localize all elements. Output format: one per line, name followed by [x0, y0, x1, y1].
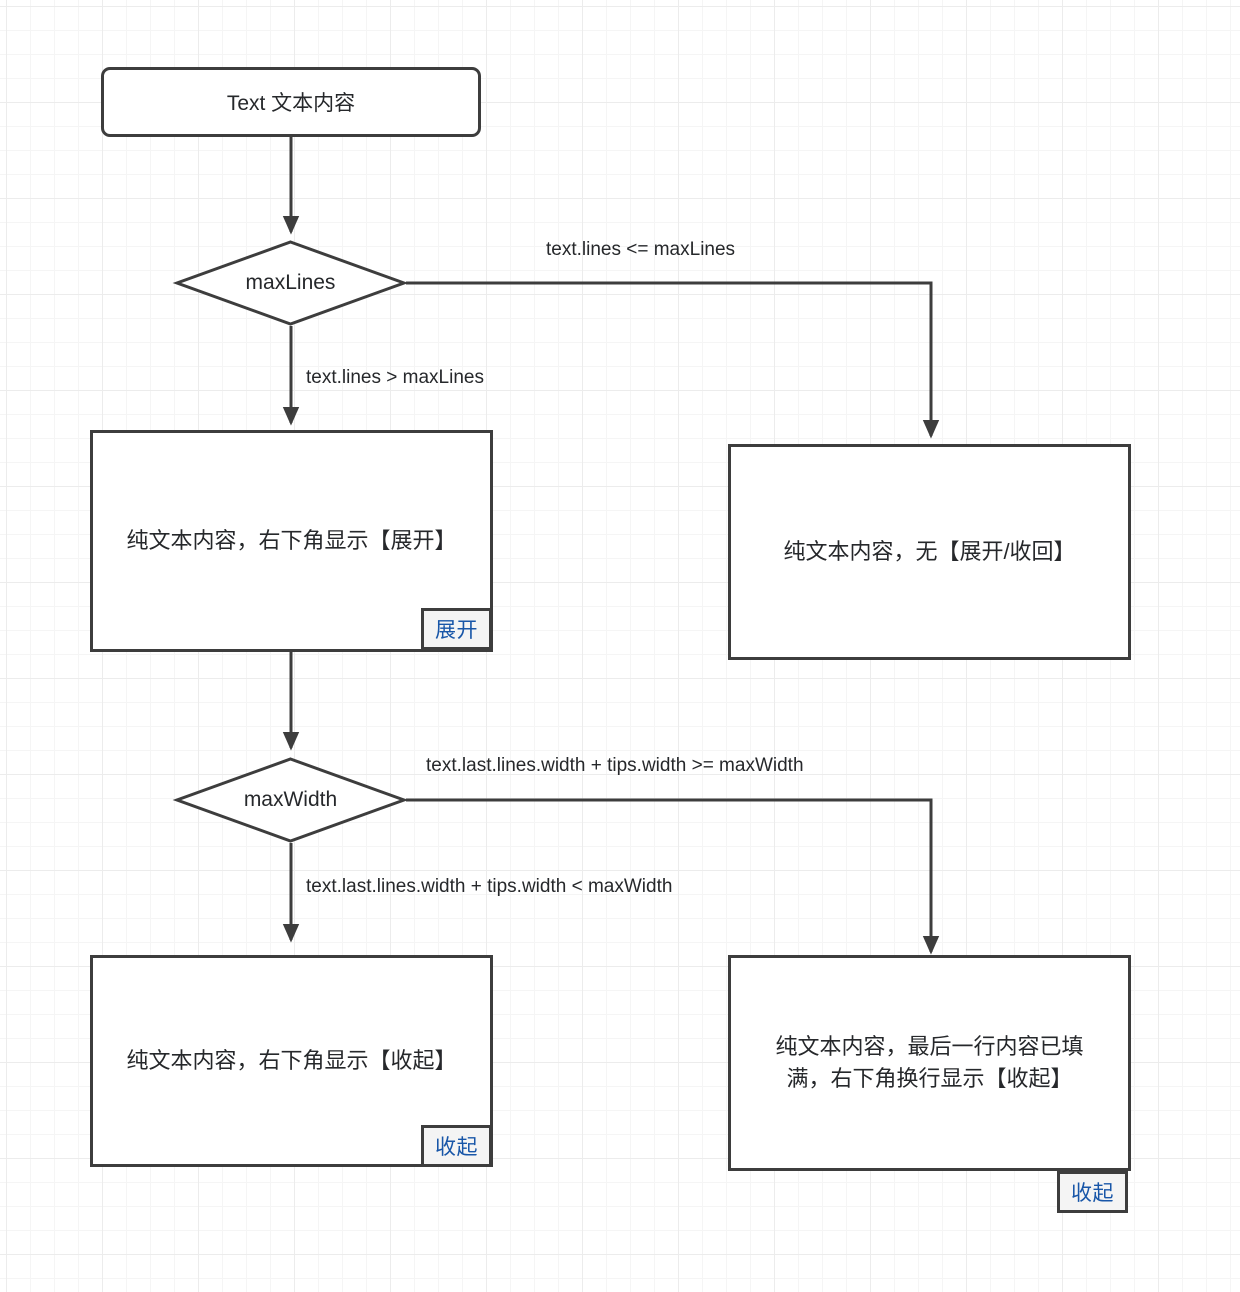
node-decision-maxwidth[interactable]: maxWidth — [172, 757, 409, 843]
badge-collapse-wrapped-label: 收起 — [1071, 1182, 1114, 1205]
edge-label-lines-le-max: text.lines <= maxLines — [546, 239, 736, 260]
node-box-collapse-wrapped-line2: 满，右下角换行显示【收起】 — [786, 1066, 1073, 1091]
badge-collapse-inline[interactable]: 收起 — [421, 1125, 492, 1167]
node-box-no-tips[interactable]: 纯文本内容，无【展开/收回】 — [728, 444, 1131, 660]
node-box-expand-label: 纯文本内容，右下角显示【展开】 — [126, 528, 457, 554]
edge-label-width-ge-max: text.last.lines.width + tips.width >= ma… — [426, 755, 804, 776]
node-box-collapse-wrapped-text: 纯文本内容，最后一行内容已填 满，右下角换行显示【收起】 — [775, 1031, 1083, 1095]
node-box-collapse-wrapped-line1: 纯文本内容，最后一行内容已填 — [775, 1034, 1084, 1060]
diamond-shape-maxlines — [172, 240, 409, 326]
node-start[interactable]: Text 文本内容 — [101, 67, 481, 137]
node-box-no-tips-label: 纯文本内容，无【展开/收回】 — [783, 539, 1076, 565]
badge-expand-label: 展开 — [435, 619, 478, 642]
node-decision-maxlines[interactable]: maxLines — [172, 240, 409, 326]
node-box-collapse-wrapped[interactable]: 纯文本内容，最后一行内容已填 满，右下角换行显示【收起】 — [728, 955, 1131, 1171]
badge-collapse-inline-label: 收起 — [435, 1136, 478, 1159]
edge-label-lines-gt-max: text.lines > maxLines — [306, 367, 484, 388]
node-decision-maxwidth-label: maxWidth — [243, 788, 338, 811]
edge-label-width-lt-max: text.last.lines.width + tips.width < max… — [306, 876, 673, 897]
node-box-collapse-inline-label: 纯文本内容，右下角显示【收起】 — [126, 1048, 457, 1074]
edge-maxlines-to-no-tips — [406, 281, 940, 439]
node-start-label: Text 文本内容 — [226, 92, 356, 115]
badge-expand[interactable]: 展开 — [421, 608, 492, 650]
badge-collapse-wrapped[interactable]: 收起 — [1057, 1171, 1128, 1213]
diamond-shape-maxwidth — [172, 757, 409, 843]
node-decision-maxlines-label: maxLines — [245, 271, 336, 294]
